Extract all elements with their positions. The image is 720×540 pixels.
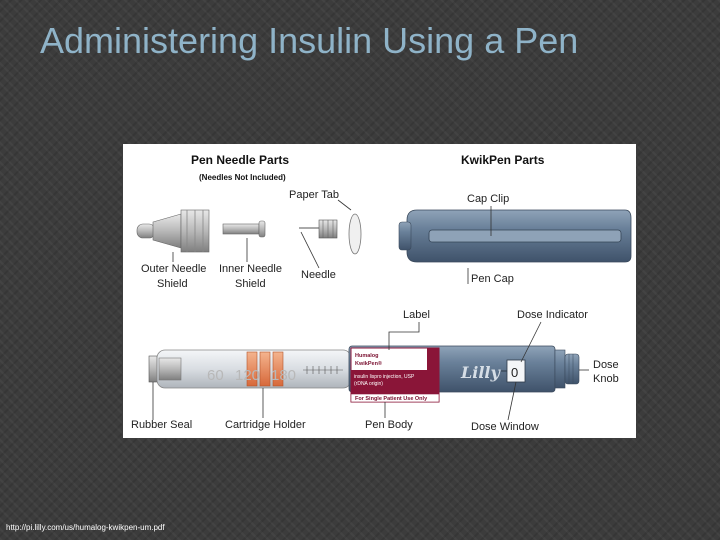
rubber-seal-label: Rubber Seal <box>131 419 192 431</box>
pen-label-product: KwikPen® <box>355 360 382 367</box>
kwikpen-heading: KwikPen Parts <box>461 153 545 167</box>
pen-label-desc-2: (rDNA origin) <box>354 381 383 387</box>
cap-clip-label: Cap Clip <box>467 193 509 205</box>
lilly-logo: Lilly <box>460 363 501 382</box>
dose-indicator-label: Dose Indicator <box>517 309 588 321</box>
pen-label-desc-1: insulin lispro injection, USP <box>354 374 415 380</box>
dose-window-label: Dose Window <box>471 421 539 433</box>
outer-needle-shield <box>136 209 210 253</box>
pen-label <box>350 347 440 403</box>
pen-body-label: Pen Body <box>365 419 413 431</box>
label-label: Label <box>403 309 430 321</box>
scale-mark-180: 180 <box>271 367 296 384</box>
scale-mark-120: 120 <box>235 367 260 384</box>
needle-label: Needle <box>301 269 336 281</box>
dose-window-digit: 0 <box>511 365 518 380</box>
dose-knob <box>564 353 580 385</box>
paper-tab-label: Paper Tab <box>289 189 339 201</box>
inner-needle-shield-label-1: Inner Needle <box>219 263 282 275</box>
slide-title: Administering Insulin Using a Pen <box>40 20 579 61</box>
outer-needle-shield-label-1: Outer Needle <box>141 263 206 275</box>
pen-label-brand: Humalog <box>355 353 379 359</box>
pen-diagram: Pen Needle Parts (Needles Not Included) … <box>123 144 636 438</box>
pen-cap <box>398 209 632 263</box>
scale-mark-60: 60 <box>207 367 224 384</box>
dose-knob-label-2: Knob <box>593 373 619 385</box>
pen-label-footer: For Single Patient Use Only <box>355 396 428 402</box>
source-url: http://pi.lilly.com/us/humalog-kwikpen-u… <box>6 523 165 532</box>
pen-needle-heading: Pen Needle Parts <box>191 153 289 167</box>
outer-needle-shield-label-2: Shield <box>157 278 188 290</box>
paper-tab <box>348 213 362 255</box>
cartridge-holder <box>148 349 352 389</box>
cartridge-holder-label: Cartridge Holder <box>225 419 306 431</box>
pen-cap-label: Pen Cap <box>471 273 514 285</box>
dose-knob-label-1: Dose <box>593 359 619 371</box>
inner-needle-shield <box>222 220 266 238</box>
inner-needle-shield-label-2: Shield <box>235 278 266 290</box>
needle <box>299 219 338 239</box>
pen-needle-subheading: (Needles Not Included) <box>199 173 286 182</box>
